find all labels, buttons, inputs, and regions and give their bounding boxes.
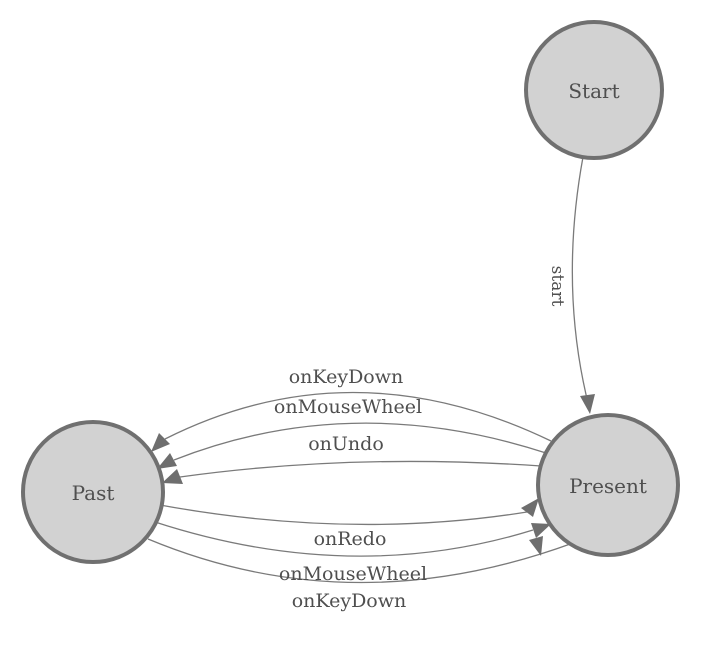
edge-label-onmousewheel-top: onMouseWheel	[274, 396, 422, 418]
edge-present-to-past-onundo	[179, 460, 542, 478]
past-node-circle[interactable]	[21, 420, 165, 564]
arrowhead-onkeydown-to-present	[529, 536, 543, 556]
edge-labels: start onKeyDown onMouseWheel onUndo onRe…	[274, 266, 567, 612]
state-node-start[interactable]: Start	[524, 20, 664, 160]
start-node-circle[interactable]	[524, 20, 664, 160]
edge-past-to-present-onredo	[159, 504, 528, 526]
past-node-label: Past	[72, 481, 115, 505]
edge-start-to-present	[571, 156, 590, 408]
arrowheads	[151, 394, 595, 556]
edge-label-onmousewheel-bottom: onMouseWheel	[279, 563, 427, 585]
edge-label-onkeydown-bottom: onKeyDown	[292, 590, 407, 612]
arrowhead-onmousewheel-to-present	[531, 523, 551, 538]
edge-present-to-past-onmousewheel	[173, 422, 547, 461]
edge-present-to-past-onkeydown	[164, 391, 552, 442]
edge-lines	[147, 156, 590, 584]
arrowhead-start-edge	[580, 394, 595, 414]
present-node-circle[interactable]	[536, 413, 680, 557]
arrowhead-onmousewheel-to-past	[157, 453, 177, 469]
state-node-present[interactable]: Present	[536, 413, 680, 557]
state-node-past[interactable]: Past	[21, 420, 165, 564]
arrowhead-onredo-to-present	[521, 498, 539, 517]
arrowhead-onundo-to-past	[162, 469, 183, 484]
state-nodes: Start Present Past	[21, 20, 680, 564]
edge-label-onkeydown-top: onKeyDown	[289, 366, 404, 388]
edge-label-start: start	[547, 266, 567, 307]
present-node-label: Present	[569, 474, 647, 498]
edge-past-to-present-onmousewheel	[154, 521, 534, 557]
edge-past-to-present-onkeydown	[147, 538, 574, 584]
edge-label-onredo: onRedo	[314, 528, 387, 550]
arrowhead-onkeydown-to-past	[151, 433, 170, 452]
start-node-label: Start	[568, 79, 619, 103]
edge-label-onundo: onUndo	[308, 433, 384, 455]
